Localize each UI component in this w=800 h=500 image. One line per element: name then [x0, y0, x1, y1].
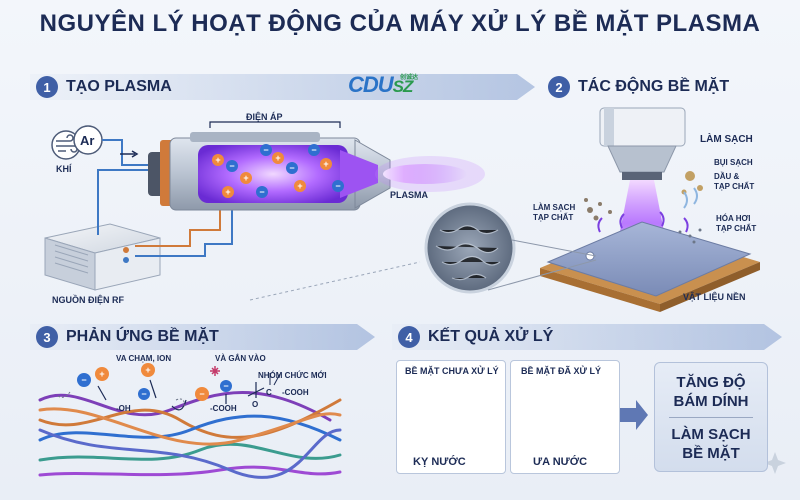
svg-text:+: + — [243, 173, 248, 183]
svg-text:−: − — [199, 389, 204, 399]
carbon-label: C — [266, 388, 272, 397]
step2-label: TÁC ĐỘNG BỀ MẶT — [578, 78, 730, 95]
gas-label: KHÍ — [56, 164, 72, 174]
page-title: NGUYÊN LÝ HOẠT ĐỘNG CỦA MÁY XỬ LÝ BỀ MẶT… — [39, 10, 761, 37]
evaporate-label-2: TẠP CHẤT — [716, 224, 757, 233]
brand-logo: CDUSZ 创诚达 — [348, 72, 438, 100]
result-clean: LÀM SẠCH BỀ MẶT — [655, 425, 767, 463]
untreated-label: BỀ MẶT CHƯA XỬ LÝ — [405, 366, 499, 376]
rf-source-label: NGUỒN ĐIỆN RF — [52, 295, 124, 305]
substrate-label: VẬT LIỆU NỀN — [683, 292, 746, 302]
oxygen-label: O — [252, 400, 259, 409]
result-box: TĂNG ĐỘ BÁM DÍNH LÀM SẠCH BỀ MẶT — [654, 362, 768, 472]
step2-badge: 2 — [548, 76, 570, 98]
svg-text:−: − — [289, 163, 294, 173]
result-clean-line1: LÀM SẠCH — [671, 426, 751, 443]
svg-text:−: − — [259, 187, 264, 197]
svg-text:−: − — [81, 375, 86, 385]
result-adhesion: TĂNG ĐỘ BÁM DÍNH — [655, 373, 767, 411]
step4-label: KẾT QUẢ XỬ LÝ — [428, 328, 554, 345]
attach-label: VÀ GẮN VÀO — [215, 354, 266, 363]
ion-plus: + + + + + + — [212, 152, 332, 198]
evaporate-label-1: HÓA HƠI — [716, 214, 751, 223]
oh-label: -OH — [116, 404, 131, 413]
svg-text:−: − — [141, 389, 146, 399]
svg-text:+: + — [297, 181, 302, 191]
oil-label: DẦU & — [714, 172, 740, 181]
cleaning-label: LÀM SẠCH — [700, 134, 753, 145]
dust-label: BỤI SẠCH — [714, 158, 753, 167]
step1-label: TẠO PLASMA — [66, 78, 172, 95]
cooh-label-1: -COOH — [210, 404, 237, 413]
step4-badge: 4 — [398, 326, 420, 348]
step3-arrow-band — [30, 324, 375, 350]
svg-text:+: + — [145, 365, 150, 375]
untreated-panel: BỀ MẶT CHƯA XỬ LÝ KỴ NƯỚC — [396, 360, 506, 474]
step3-badge: 3 — [36, 326, 58, 348]
impurity-label: TẠP CHẤT — [714, 182, 755, 191]
svg-text:−: − — [229, 161, 234, 171]
step3-label: PHẢN ỨNG BỀ MẶT — [66, 328, 219, 345]
clean-impurity-label-2: TẠP CHẤT — [533, 213, 574, 222]
cooh-label-2: -COOH — [282, 388, 309, 397]
treated-label: BỀ MẶT ĐÃ XỬ LÝ — [521, 366, 601, 376]
wind-icon — [51, 130, 81, 160]
result-adhesion-line1: TĂNG ĐỘ — [676, 374, 746, 391]
svg-text:+: + — [225, 187, 230, 197]
plasma-label: PLASMA — [390, 190, 428, 200]
argon-label: Ar — [80, 133, 95, 148]
step4-arrow-band — [392, 324, 782, 350]
collision-label: VA CHẠM, ION — [116, 354, 172, 363]
logo-chinese-text: 创诚达 — [400, 75, 419, 81]
result-clean-line2: BỀ MẶT — [682, 445, 740, 462]
result-divider — [669, 417, 753, 418]
step1-arrow-band — [30, 74, 535, 100]
svg-text:+: + — [323, 159, 328, 169]
step1-badge: 1 — [36, 76, 58, 98]
new-group-label: NHÓM CHỨC MỚI — [258, 371, 327, 380]
sparkle-icon — [210, 366, 220, 376]
svg-text:−: − — [335, 181, 340, 191]
svg-text:+: + — [99, 369, 104, 379]
hydrophilic-label: ƯA NƯỚC — [533, 456, 588, 468]
voltage-label: ĐIỆN ÁP — [246, 112, 283, 122]
treated-panel: BỀ MẶT ĐÃ XỬ LÝ ƯA NƯỚC — [510, 360, 620, 474]
result-adhesion-line2: BÁM DÍNH — [673, 393, 749, 410]
hydrophobic-label: KỴ NƯỚC — [413, 456, 466, 468]
logo-suffix-text: SZ — [392, 77, 414, 96]
svg-text:+: + — [215, 155, 220, 165]
svg-text:−: − — [263, 145, 268, 155]
svg-text:+: + — [275, 153, 280, 163]
svg-text:−: − — [311, 145, 316, 155]
electron-minus: − − − − − − — [226, 144, 344, 198]
clean-impurity-label-1: LÀM SẠCH — [533, 203, 576, 212]
svg-text:−: − — [223, 381, 228, 391]
logo-main-text: CDU — [348, 72, 394, 97]
